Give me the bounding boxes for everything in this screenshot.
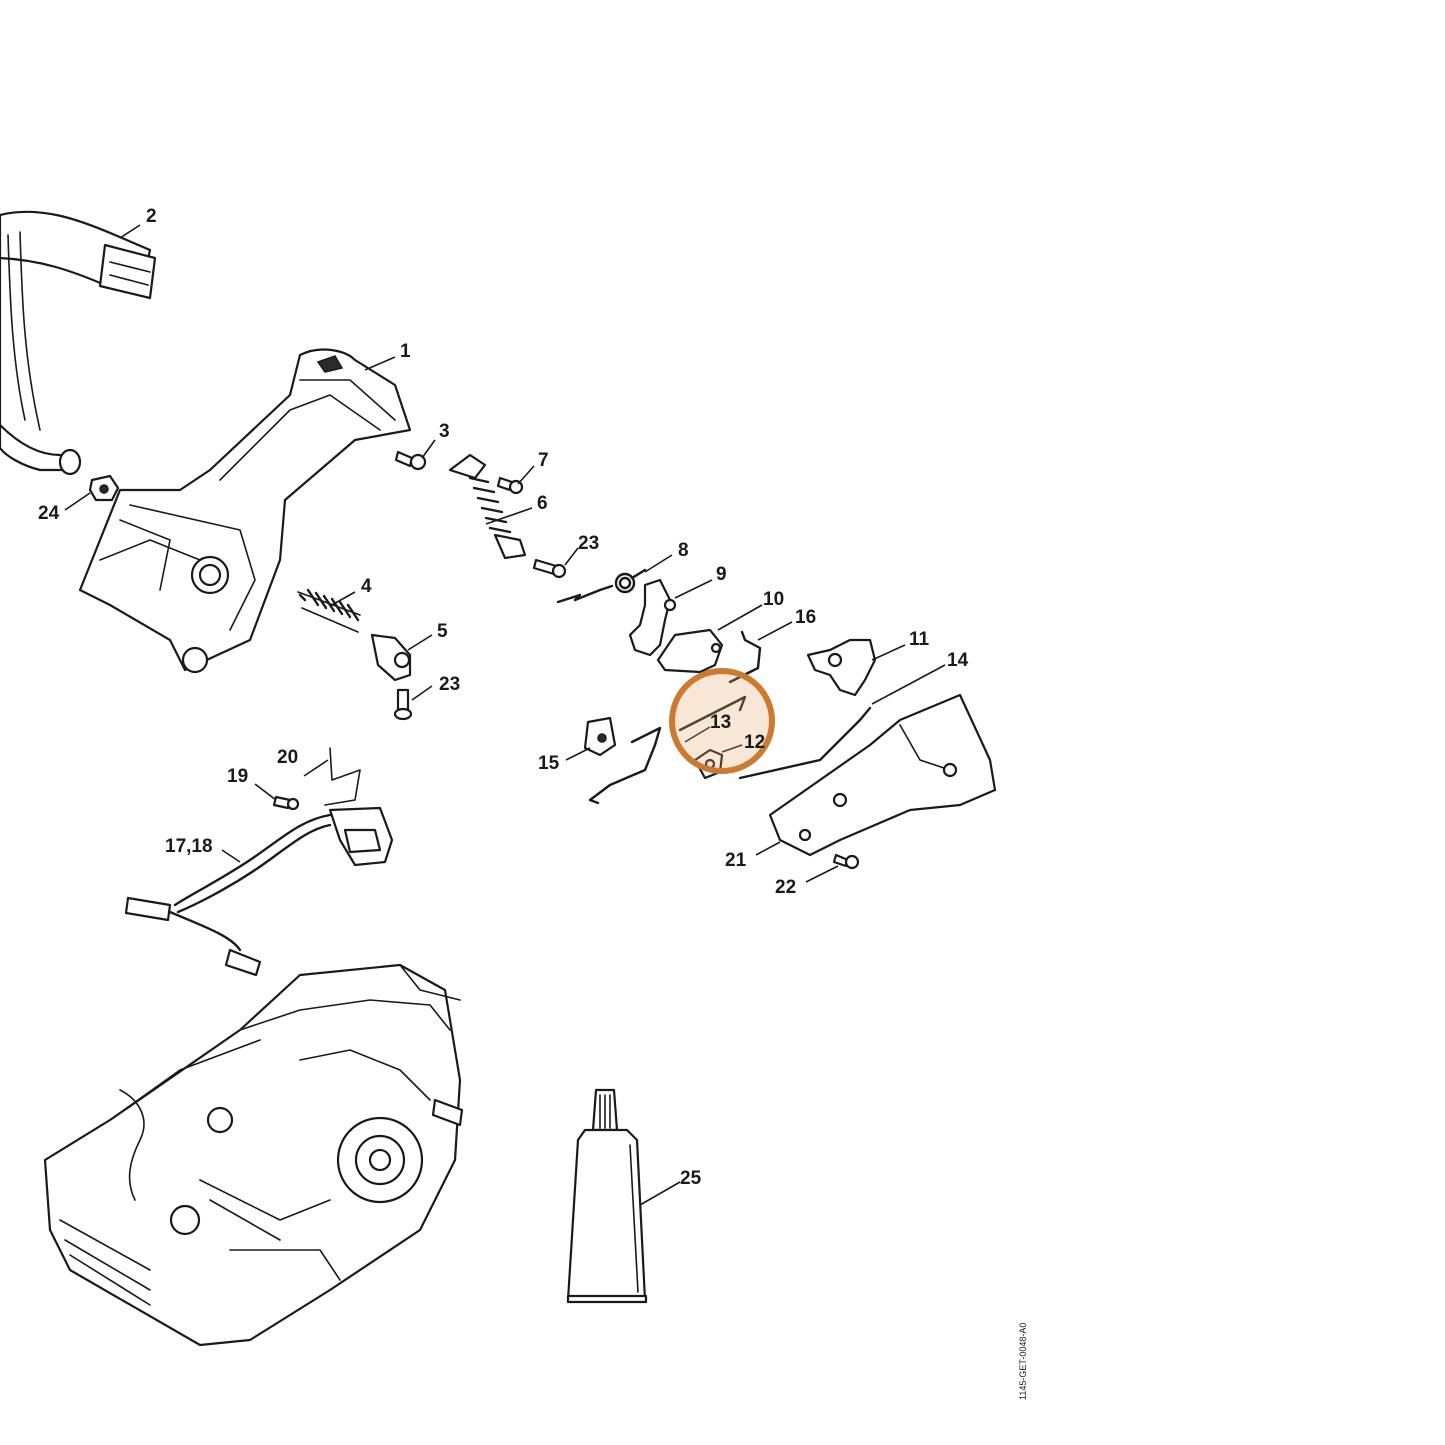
handlebar-part (0, 210, 157, 476)
callout-12[interactable]: 12 (744, 732, 765, 753)
torsion-spring-part-8 (556, 568, 647, 604)
screw-part-23b (532, 558, 567, 579)
callout-2[interactable]: 2 (146, 206, 157, 227)
callout-19[interactable]: 19 (227, 766, 248, 787)
grommet-part (88, 474, 120, 502)
callout-6[interactable]: 6 (537, 493, 548, 514)
short-circuit-wire-part-17-18 (124, 806, 394, 977)
throttle-rod-part-13 (588, 695, 747, 805)
callout-24[interactable]: 24 (38, 503, 60, 524)
callout-5[interactable]: 5 (437, 621, 448, 642)
switch-shaft-part-11 (806, 638, 877, 697)
spring-part-4 (297, 588, 361, 633)
callout-11[interactable]: 11 (909, 629, 930, 650)
callout-7[interactable]: 7 (538, 450, 549, 471)
callout-1[interactable]: 1 (400, 341, 411, 362)
callout-3[interactable]: 3 (439, 421, 450, 442)
callout-9[interactable]: 9 (716, 564, 727, 585)
callout-23b[interactable]: 23 (439, 674, 460, 695)
throttle-rod-part-14 (738, 706, 872, 780)
callout-15[interactable]: 15 (538, 753, 560, 774)
callout-4[interactable]: 4 (361, 576, 372, 597)
screw-part-19 (272, 795, 300, 811)
callout-8[interactable]: 8 (678, 540, 689, 561)
screw-part-7 (496, 476, 524, 495)
callout-13[interactable]: 13 (710, 712, 731, 733)
screw-part-3 (394, 450, 427, 471)
grease-tube-part-25 (566, 1088, 648, 1304)
engine-block (43, 963, 464, 1347)
rear-handle-housing-part (78, 348, 412, 674)
callout-14[interactable]: 14 (947, 650, 969, 671)
annular-buffer-part-5 (370, 633, 412, 682)
callout-21[interactable]: 21 (725, 850, 747, 871)
highlight-circle (669, 668, 775, 774)
interlock-lever-part-10 (656, 628, 724, 674)
screw-part-23a (393, 688, 413, 721)
callout-16[interactable]: 16 (795, 607, 816, 628)
document-code: 1145-GET-0048-A0 (1018, 1323, 1028, 1400)
rod-part-16 (728, 630, 762, 684)
callout-23a[interactable]: 23 (578, 533, 599, 554)
callout-17-18[interactable]: 17,18 (165, 836, 213, 857)
callout-25[interactable]: 25 (680, 1168, 702, 1189)
screw-part-22 (832, 853, 860, 870)
throttle-trigger-part-9 (628, 578, 677, 657)
callout-labels: 2 1 3 7 6 24 23 8 9 4 10 16 5 11 14 23 1… (38, 206, 969, 1189)
contact-spring-part-20 (324, 747, 361, 806)
retainer-part-15 (583, 716, 617, 757)
callout-20[interactable]: 20 (277, 747, 298, 768)
callout-22[interactable]: 22 (775, 877, 796, 898)
callout-10[interactable]: 10 (763, 589, 784, 610)
handle-molding-part-21 (768, 693, 997, 857)
spring-part-6 (448, 453, 527, 560)
leader-lines (64, 224, 946, 1206)
